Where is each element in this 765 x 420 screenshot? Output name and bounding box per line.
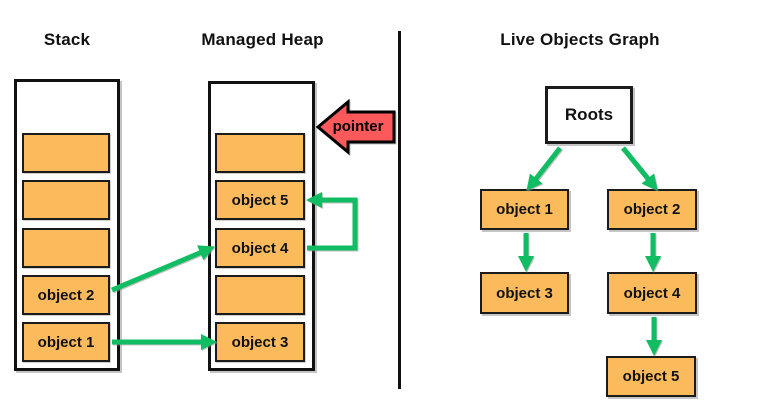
managed-heap-title: Managed Heap [201,30,324,49]
heap-slot-empty-1 [215,133,305,173]
arrow-stack-object2-to-heap-object4 [111,245,215,293]
stack-slot-object-2: object 2 [22,275,110,315]
stack-slot-empty-2 [22,180,110,220]
heap-slot-object-4: object 4 [215,228,305,268]
graph-node-object-1: object 1 [480,189,569,230]
graph-node-object-4: object 4 [607,272,697,314]
stack-slot-object-1: object 1 [22,322,110,362]
pointer-label: pointer [332,118,384,135]
heap-slot-object-3: object 3 [215,322,305,362]
graph-node-object-3: object 3 [480,272,569,314]
stack-container: object 2 object 1 [14,79,120,371]
arrow-roots-to-object2 [621,146,658,191]
live-objects-graph-title: Live Objects Graph [500,30,660,49]
stack-slot-empty-1 [22,133,110,173]
heap-slot-object-5: object 5 [215,180,305,220]
section-divider [398,31,401,389]
arrow-roots-to-object1 [526,146,562,192]
stack-slot-empty-3 [22,228,110,268]
graph-node-roots: Roots [545,86,633,144]
graph-node-object-2: object 2 [607,189,697,230]
stack-title: Stack [43,30,91,49]
graph-node-object-5: object 5 [606,356,696,397]
heap-slot-empty-2 [215,275,305,315]
heap-container: object 5 object 4 object 3 [208,81,315,371]
